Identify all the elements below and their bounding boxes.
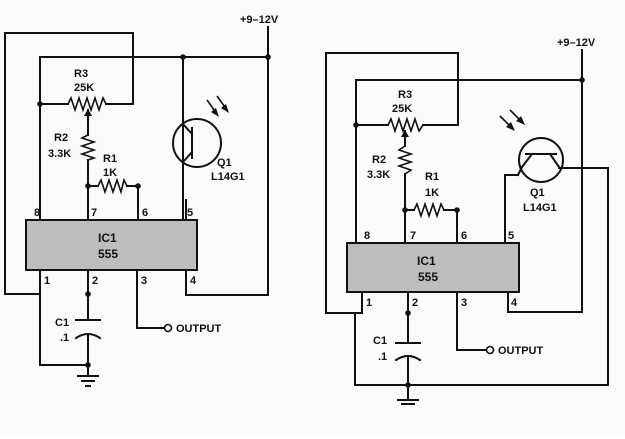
circuit-right: IC1 555 8 7 6 5 1 2 3 4 R3 25K R2 3.3K R… (325, 37, 609, 405)
c1-left-value: .1 (60, 332, 69, 344)
r2-left-value: 3.3K (48, 148, 71, 160)
c1-left-plate-bottom (74, 333, 102, 340)
pin-5-right: 5 (508, 230, 514, 242)
r1-right-name: R1 (425, 171, 439, 183)
output-right-terminal (485, 345, 495, 355)
supply-left-node (265, 54, 271, 60)
c1-right-plate-bottom (394, 355, 422, 362)
q1-right-name: Q1 (530, 187, 545, 199)
output-right-label: OUTPUT (498, 345, 544, 357)
supply-left-label: +9–12V (240, 14, 279, 26)
pin-4-left: 4 (190, 275, 197, 287)
r3-right-wiper (401, 130, 409, 137)
pin-1-left: 1 (44, 275, 50, 287)
pin-5-left: 5 (187, 207, 193, 219)
circuit-left: IC1 555 8 7 6 5 1 2 3 4 R3 25K R2 3.3K R… (4, 14, 279, 387)
r1-left-symbol (97, 177, 128, 195)
ic-right-body (346, 242, 520, 293)
pin-2-left: 2 (92, 275, 98, 287)
q1-left-name: Q1 (217, 157, 232, 169)
r2-right-name: R2 (372, 154, 386, 166)
pin-3-right: 3 (461, 297, 467, 309)
supply-right-node (579, 77, 585, 83)
pin-1-right: 1 (366, 297, 372, 309)
r2-left-symbol (79, 134, 97, 161)
pin-3-left: 3 (141, 275, 147, 287)
pin-7-right: 7 (410, 230, 416, 242)
pin-2-right: 2 (412, 297, 418, 309)
ic-right-name: IC1 (417, 254, 436, 268)
wires-right (325, 49, 609, 401)
r2-right-value: 3.3K (367, 169, 390, 181)
r2-left-name: R2 (54, 132, 68, 144)
r3-right-symbol (387, 116, 424, 134)
output-left-terminal (163, 323, 173, 333)
r2-right-symbol (396, 145, 414, 175)
pin-8-left: 8 (34, 207, 40, 219)
r3-right-value: 25K (392, 103, 412, 115)
supply-right-label: +9–12V (557, 37, 596, 49)
r3-right-name: R3 (398, 89, 412, 101)
q1-right-part: L14G1 (523, 202, 557, 214)
wires-left (4, 32, 269, 377)
output-left-label: OUTPUT (176, 323, 222, 335)
ground-right-icon (397, 399, 419, 405)
q1-left-part: L14G1 (211, 171, 245, 183)
ground-left-icon (77, 375, 99, 387)
pin-8-right: 8 (364, 230, 370, 242)
r1-left-value: 1K (103, 167, 117, 179)
pin-6-left: 6 (142, 207, 148, 219)
ic-right-part: 555 (418, 270, 438, 284)
r3-left-wiper (84, 109, 92, 116)
pin-6-right: 6 (461, 230, 467, 242)
r3-left-symbol (67, 95, 107, 113)
r1-left-name: R1 (103, 153, 117, 165)
pin-4-right: 4 (511, 297, 518, 309)
c1-right-value: .1 (378, 351, 387, 363)
c1-right-name: C1 (373, 335, 387, 347)
ic-left-body (25, 219, 198, 271)
pin-7-left: 7 (91, 207, 97, 219)
r3-left-name: R3 (74, 68, 88, 80)
q1-left-symbol (172, 56, 229, 168)
r3-left-value: 25K (74, 82, 94, 94)
r1-right-value: 1K (425, 187, 439, 199)
ic-left-name: IC1 (98, 231, 117, 245)
r1-right-symbol (413, 201, 445, 219)
ic-left-part: 555 (98, 247, 118, 261)
c1-left-name: C1 (55, 317, 69, 329)
q1-right-symbol (499, 109, 564, 183)
